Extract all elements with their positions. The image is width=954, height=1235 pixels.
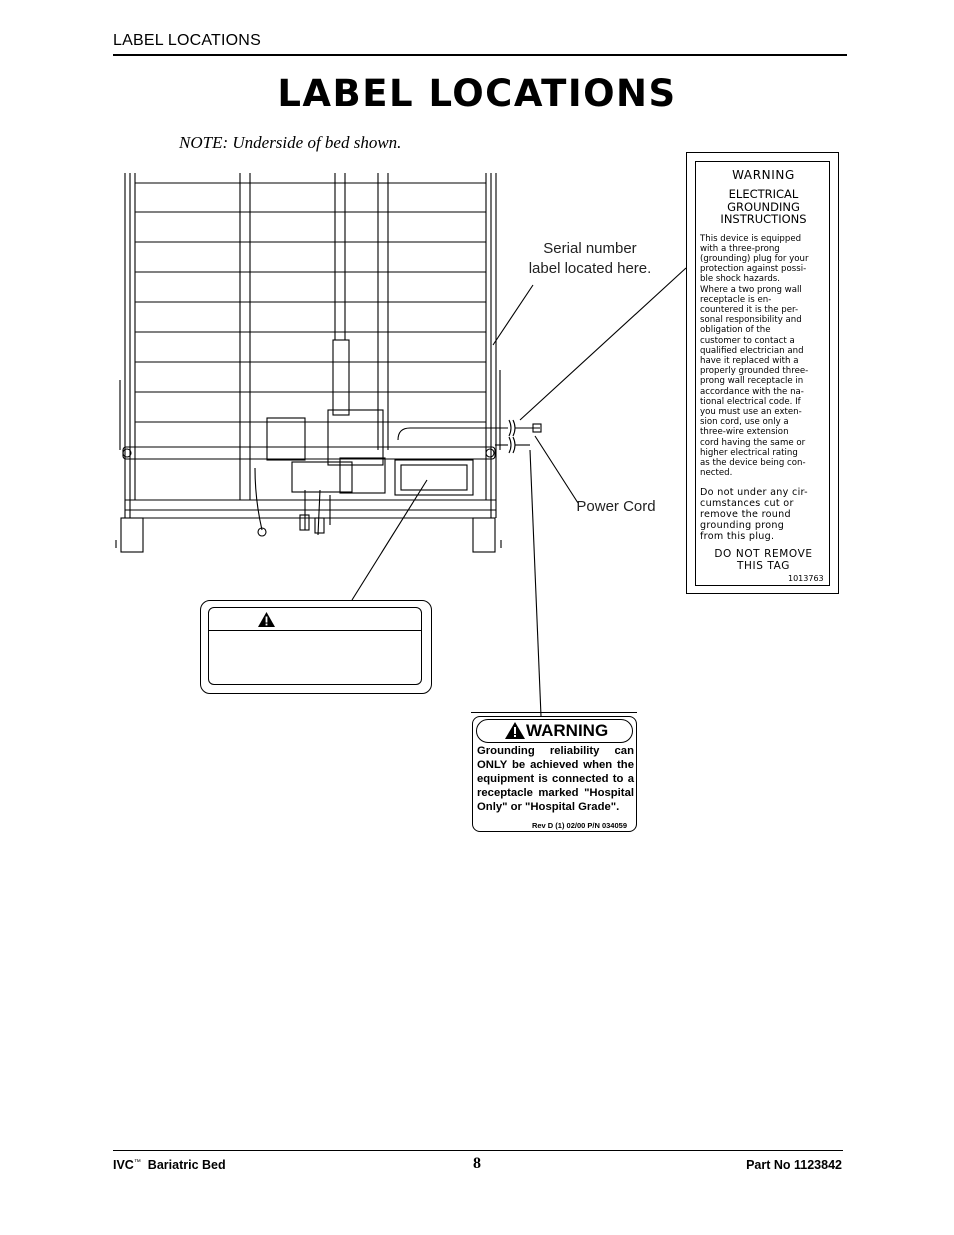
tag-subheading: ELECTRICAL GROUNDING INSTRUCTIONS [720, 187, 807, 226]
footer-rule [113, 1150, 843, 1151]
electrical-tag-inner-border [695, 161, 830, 586]
tag-heading: WARNING [732, 168, 795, 182]
footer-page-number: 8 [473, 1155, 481, 1172]
page-title: LABEL LOCATIONS [277, 72, 677, 115]
warning-triangle-icon [258, 612, 275, 627]
footer-product-name: IVC [113, 1158, 134, 1172]
header-rule [113, 54, 847, 56]
footer-trademark: ™ [133, 1158, 141, 1166]
hospital-label-rev: Rev D (1) 02/00 P/N 034059 [531, 821, 627, 830]
hospital-label-heading-bar: WARNING [476, 719, 633, 743]
tag-number: 1013763 [788, 574, 824, 583]
note-text: NOTE: Underside of bed shown. [179, 133, 402, 152]
electrical-tag-outer-border [686, 152, 839, 594]
electrical-warning-tag: WARNING ELECTRICAL GROUNDING INSTRUCTION… [700, 168, 827, 572]
hospital-label-body: Grounding reliability can ONLY be achiev… [477, 745, 634, 813]
tag-footer: DO NOT REMOVE THIS TAG [714, 548, 813, 573]
tag-body-prong: Do not under any cir- cumstances cut or … [700, 487, 808, 543]
hospital-grade-warning-label: WARNING Grounding reliability can ONLY b… [472, 716, 637, 832]
caution-label [200, 600, 432, 694]
footer-product: IVC™ Bariatric Bed [113, 1158, 226, 1172]
hospital-label-heading: WARNING [526, 721, 609, 740]
warning-triangle-icon [505, 722, 525, 739]
footer-product-suffix: Bariatric Bed [147, 1158, 226, 1172]
serial-number-callout: Serial number label located here. [528, 240, 652, 277]
tag-body: This device is equipped with a three-pro… [700, 233, 809, 479]
hospital-label-top-rule [471, 712, 637, 713]
caution-label-inner [208, 607, 422, 685]
power-cord-callout: Power Cord [576, 498, 656, 515]
caution-header-divider [209, 630, 421, 632]
footer-part-number: Part No 1123842 [746, 1158, 842, 1172]
header-section-label: LABEL LOCATIONS [113, 32, 261, 49]
